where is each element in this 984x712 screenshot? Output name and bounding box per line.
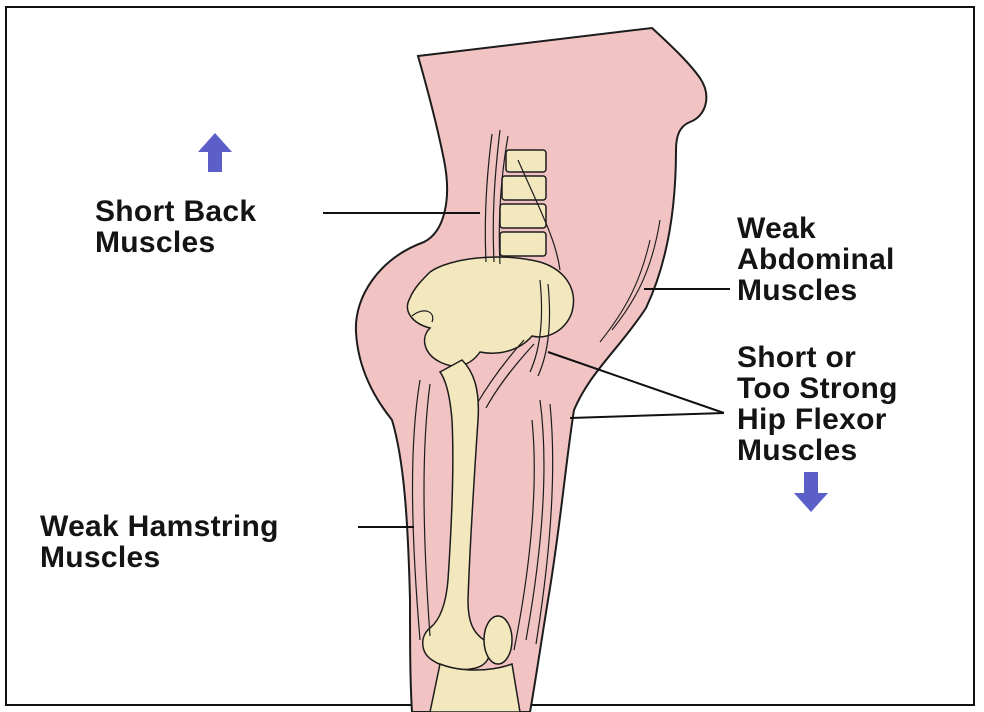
label-weak-hamstring-muscles: Weak Hamstring Muscles	[40, 511, 279, 573]
label-line: Weak Hamstring	[40, 511, 279, 542]
label-line: Muscles	[40, 542, 279, 573]
label-line: Muscles	[737, 275, 895, 306]
label-line: Muscles	[95, 227, 256, 258]
label-line: Short Back	[95, 196, 256, 227]
hip-flexor-leader-lower	[570, 413, 724, 418]
label-weak-abdominal-muscles: Weak Abdominal Muscles	[737, 213, 895, 306]
tibia-bone	[430, 664, 520, 712]
arrow-up-icon	[198, 133, 232, 172]
label-line: Abdominal	[737, 244, 895, 275]
label-line: Weak	[737, 213, 895, 244]
arrow-down-icon	[794, 472, 828, 512]
label-short-back-muscles: Short Back Muscles	[95, 196, 256, 258]
label-line: Muscles	[737, 435, 898, 466]
label-line: Too Strong	[737, 373, 898, 404]
label-line: Short or	[737, 342, 898, 373]
label-hip-flexor-muscles: Short or Too Strong Hip Flexor Muscles	[737, 342, 898, 466]
patella-bone	[484, 616, 512, 664]
label-line: Hip Flexor	[737, 404, 898, 435]
